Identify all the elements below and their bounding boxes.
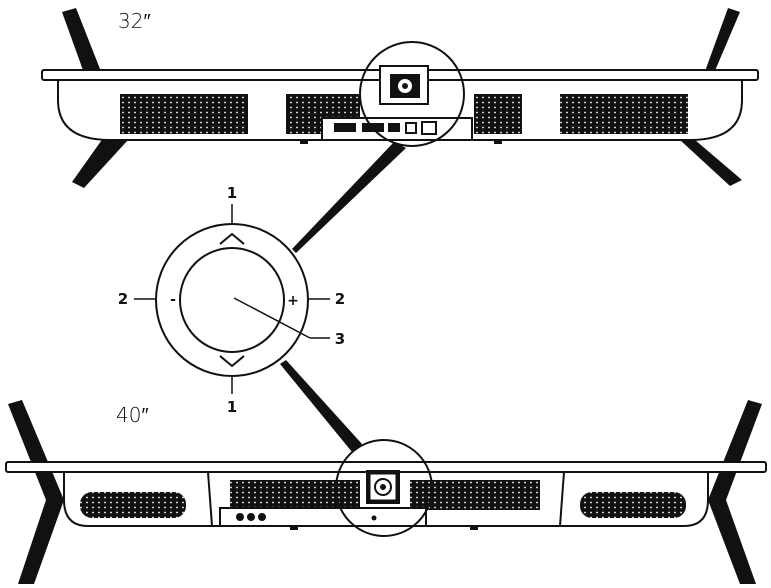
tv-32-foot bbox=[300, 140, 308, 144]
av-port bbox=[236, 513, 244, 521]
chevron-down-icon bbox=[219, 355, 245, 368]
tv-40-vent bbox=[80, 492, 186, 518]
joystick-center-button bbox=[179, 247, 285, 353]
tv-32-vent bbox=[120, 94, 248, 134]
tv-40-vent bbox=[580, 492, 686, 518]
bottom-connector-wedge bbox=[280, 360, 362, 452]
callout-number-left: 2 bbox=[118, 290, 128, 308]
tv-32-foot bbox=[494, 140, 502, 144]
plus-symbol: + bbox=[287, 293, 299, 309]
callout-number-center: 3 bbox=[335, 330, 345, 348]
model-label-32: 32″ bbox=[118, 9, 151, 33]
tv-32-rear-view bbox=[41, 8, 759, 188]
callout-number-up: 1 bbox=[227, 184, 237, 202]
minus-symbol: - bbox=[170, 292, 176, 308]
hdmi-port bbox=[334, 123, 356, 132]
lan-port bbox=[421, 121, 437, 135]
joystick-detail: - + 1 1 2 2 3 bbox=[118, 184, 345, 416]
tv-40-left-leg bbox=[8, 400, 64, 584]
tv-32-vent bbox=[474, 94, 522, 134]
av-port bbox=[258, 513, 266, 521]
callout-number-right: 2 bbox=[335, 290, 345, 308]
callout-number-down: 1 bbox=[227, 398, 237, 416]
tv-40-joystick-magnifier bbox=[335, 439, 433, 537]
tv-40-foot bbox=[470, 526, 478, 530]
top-connector-wedge bbox=[292, 142, 406, 253]
tv-40-port-panel bbox=[219, 507, 427, 527]
av-port bbox=[247, 513, 255, 521]
tv-32-joystick-magnifier bbox=[359, 41, 465, 147]
tv-40-foot bbox=[290, 526, 298, 530]
model-label-40: 40″ bbox=[116, 403, 149, 427]
tv-40-right-leg bbox=[708, 400, 762, 584]
tv-40-vent bbox=[230, 480, 360, 510]
tv-32-right-leg bbox=[680, 8, 742, 186]
callout-line-center bbox=[233, 297, 311, 339]
chevron-up-icon bbox=[219, 232, 245, 245]
tv-32-vent bbox=[560, 94, 688, 134]
usb-port bbox=[388, 123, 400, 132]
tv-40-rear-view bbox=[5, 400, 767, 584]
optical-port bbox=[405, 122, 417, 134]
